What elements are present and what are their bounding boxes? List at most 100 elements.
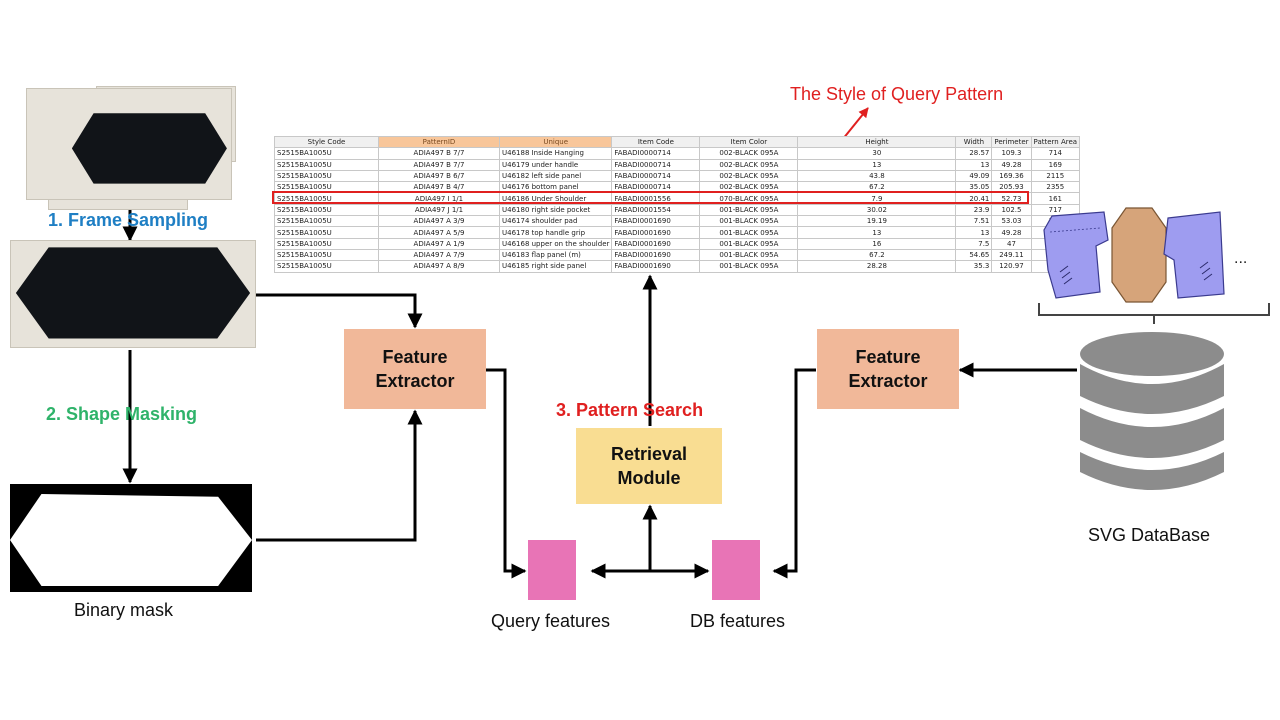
query-match-row-highlight	[272, 191, 1029, 204]
column-header: Height	[797, 135, 957, 149]
table-cell: 35.3	[955, 260, 993, 273]
table-cell: FABADI0000714	[611, 147, 701, 160]
svg-pattern-sample	[1163, 211, 1225, 299]
table-cell: U46179 under handle	[498, 158, 613, 171]
svg-pattern-sample	[1043, 211, 1109, 299]
table-cell: 714	[1030, 147, 1081, 160]
pattern-table: Style Code PatternID Unique Item Code It…	[274, 135, 1081, 273]
retrieval-module-label-line2: Module	[617, 468, 681, 488]
table-cell: 002-BLACK 095A	[699, 169, 799, 183]
table-cell: ADIA497 J 1/1	[378, 203, 500, 217]
column-header: Unique	[498, 135, 613, 149]
table-cell: 001-BLACK 095A	[699, 203, 799, 217]
retrieval-module-label-line1: Retrieval	[610, 444, 688, 464]
table-cell: U46174 shoulder pad	[498, 215, 613, 228]
retrieval-module: Retrieval Module	[576, 428, 722, 504]
table-cell: 169	[1030, 158, 1081, 171]
table-cell: 30.02	[797, 203, 957, 217]
table-cell: 28.57	[955, 147, 993, 160]
table-cell: FABADI0001554	[611, 203, 701, 217]
table-cell: 001-BLACK 095A	[699, 237, 799, 250]
table-cell: ADIA497 A 8/9	[378, 260, 500, 273]
table-cell: 001-BLACK 095A	[699, 215, 799, 228]
table-cell: 001-BLACK 095A	[699, 260, 799, 273]
table-cell: S2515BA1005U	[274, 248, 379, 262]
feature-extractor-label-line2: Extractor	[375, 371, 455, 391]
column-header: Item Color	[699, 135, 799, 149]
table-cell: ADIA497 A 3/9	[378, 215, 500, 228]
column-header: Style Code	[274, 135, 379, 149]
feature-extractor-label-line1: Feature	[382, 347, 448, 367]
table-cell: S2515BA1005U	[274, 237, 379, 250]
table-cell: U46188 Inside Hanging	[498, 147, 613, 160]
table-cell: 2355	[1030, 181, 1081, 194]
table-cell: U46183 flap panel (m)	[498, 248, 613, 262]
table-cell: 7.51	[955, 215, 993, 228]
table-cell: 53.03	[991, 215, 1032, 228]
table-cell: U46185 right side panel	[498, 260, 613, 273]
table-cell: FABADI0001690	[611, 260, 701, 273]
svg-pattern-sample	[1111, 207, 1167, 303]
table-cell: 120.97	[991, 260, 1032, 273]
table-cell: U46168 upper on the shoulder	[498, 237, 613, 250]
table-cell: 249.11	[991, 248, 1032, 262]
arrow-extractor-to-query	[486, 368, 527, 579]
table-cell: FABADI0001690	[611, 215, 701, 228]
table-cell: 002-BLACK 095A	[699, 158, 799, 171]
table-cell: 16	[797, 237, 957, 250]
table-cell: 28.28	[797, 260, 957, 273]
table-cell: 109.3	[991, 147, 1032, 160]
step-frame-sampling: 1. Frame Sampling	[48, 210, 209, 230]
table-cell: ADIA497 A 5/9	[378, 226, 500, 239]
step-pattern-search: 3. Pattern Search	[556, 400, 704, 420]
table-cell: ADIA497 A 7/9	[378, 248, 500, 262]
table-cell: S2515BA1005U	[274, 260, 379, 273]
table-cell: 54.65	[955, 248, 993, 262]
table-cell: FABADI0001690	[611, 248, 701, 262]
table-cell: 67.2	[797, 248, 957, 262]
feature-extractor-db: Feature Extractor	[817, 329, 959, 409]
table-cell: ADIA497 B 7/7	[378, 147, 500, 160]
feature-extractor-db-label-line2: Extractor	[848, 371, 928, 391]
table-cell: S2515BA1005U	[274, 147, 379, 160]
table-header-row: Style Code PatternID Unique Item Code It…	[274, 135, 1081, 149]
table-cell: ADIA497 B 6/7	[378, 169, 500, 183]
table-cell: 49.28	[991, 158, 1032, 171]
db-features-label: DB features	[690, 611, 786, 631]
table-cell: U46178 top handle grip	[498, 226, 613, 239]
binary-mask-label: Binary mask	[74, 600, 174, 620]
query-features-label: Query features	[491, 611, 611, 631]
step-shape-masking: 2. Shape Masking	[46, 404, 198, 424]
query-features-block	[528, 540, 576, 600]
table-cell: 102.5	[991, 203, 1032, 217]
table-cell: FABADI0001690	[611, 237, 701, 250]
table-cell: 13	[797, 158, 957, 171]
column-header: Width	[955, 135, 993, 149]
column-header: Item Code	[611, 135, 701, 149]
feature-extractor-db-label-line1: Feature	[855, 347, 921, 367]
table-cell: 001-BLACK 095A	[699, 248, 799, 262]
table-cell: 13	[797, 226, 957, 239]
feature-extractor-query: Feature Extractor	[344, 329, 486, 409]
table-cell: 49.09	[955, 169, 993, 183]
table-cell: 19.19	[797, 215, 957, 228]
table-cell: FABADI0000714	[611, 158, 701, 171]
table-cell: S2515BA1005U	[274, 203, 379, 217]
column-header: PatternID	[378, 135, 500, 149]
table-cell: S2515BA1005U	[274, 158, 379, 171]
arrow-extractor-to-dbfeat	[772, 368, 816, 579]
table-cell: FABADI0000714	[611, 169, 701, 183]
database-brace-tick	[1153, 316, 1155, 324]
table-cell: U46180 right side pocket	[498, 203, 613, 217]
more-patterns-ellipsis: ...	[1234, 250, 1248, 267]
table-cell: 13	[955, 226, 993, 239]
table-cell: 47	[991, 237, 1032, 250]
column-header: Pattern Area	[1030, 135, 1081, 149]
table-cell: 161	[1030, 192, 1081, 205]
